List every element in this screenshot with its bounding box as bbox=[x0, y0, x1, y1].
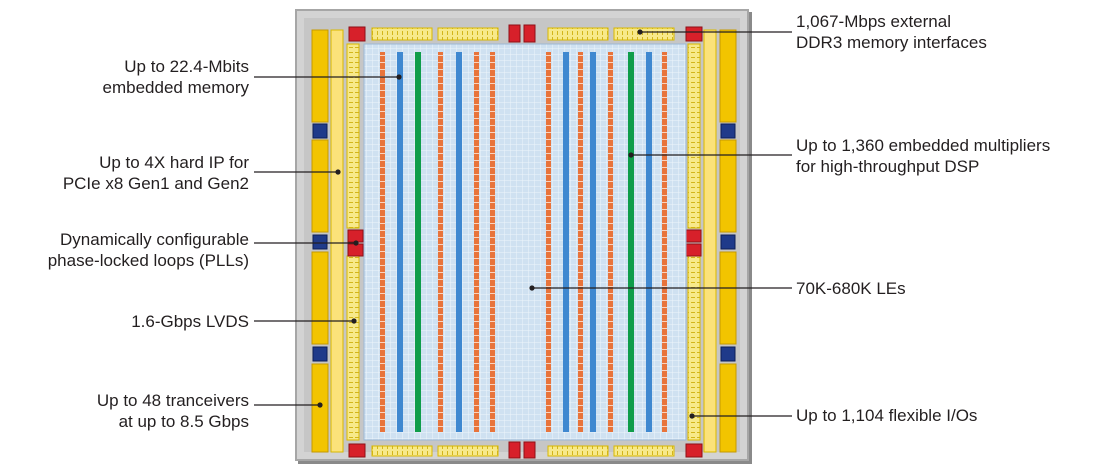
callout-line: embedded memory bbox=[102, 78, 249, 97]
callout-ddr3: 1,067-Mbps external DDR3 memory interfac… bbox=[796, 11, 987, 53]
io-banks bbox=[346, 27, 701, 457]
pll-blocks bbox=[347, 24, 703, 459]
callout-plls: Dynamically configurable phase-locked lo… bbox=[48, 229, 249, 271]
le-columns bbox=[380, 52, 667, 432]
memory-columns bbox=[397, 52, 652, 432]
callout-multipliers: Up to 1,360 embedded multipliers for hig… bbox=[796, 135, 1050, 177]
callout-lvds: 1.6-Gbps LVDS bbox=[131, 311, 249, 332]
callout-line: Up to 1,360 embedded multipliers bbox=[796, 136, 1051, 155]
callout-line: PCIe x8 Gen1 and Gen2 bbox=[62, 174, 249, 193]
callout-line: Up to 22.4-Mbits bbox=[124, 57, 249, 76]
dsp-columns bbox=[415, 52, 634, 432]
callout-line: phase-locked loops (PLLs) bbox=[47, 251, 249, 270]
callout-line: DDR3 memory interfaces bbox=[796, 33, 987, 52]
callout-io: Up to 1,104 flexible I/Os bbox=[796, 405, 977, 426]
logic-fabric bbox=[363, 43, 687, 441]
callout-line: Up to 4X hard IP for bbox=[99, 153, 249, 172]
callout-hard-ip-pcie: Up to 4X hard IP for PCIe x8 Gen1 and Ge… bbox=[63, 152, 249, 194]
callout-line: Up to 1,104 flexible I/Os bbox=[796, 406, 978, 425]
leader-lines bbox=[254, 29, 792, 419]
callout-transceivers: Up to 48 tranceivers at up to 8.5 Gbps bbox=[97, 390, 249, 432]
callout-line: 1,067-Mbps external bbox=[796, 12, 951, 31]
callout-les: 70K-680K LEs bbox=[796, 278, 906, 299]
callout-line: 1.6-Gbps LVDS bbox=[131, 312, 249, 331]
callout-line: at up to 8.5 Gbps bbox=[118, 412, 249, 431]
callout-embedded-memory: Up to 22.4-Mbits embedded memory bbox=[103, 56, 249, 98]
callout-line: Up to 48 tranceivers bbox=[96, 391, 249, 410]
callout-line: for high-throughput DSP bbox=[796, 157, 980, 176]
callout-line: 70K-680K LEs bbox=[796, 279, 906, 298]
hard-ip-blocks bbox=[312, 123, 736, 362]
callout-line: Dynamically configurable bbox=[60, 230, 249, 249]
